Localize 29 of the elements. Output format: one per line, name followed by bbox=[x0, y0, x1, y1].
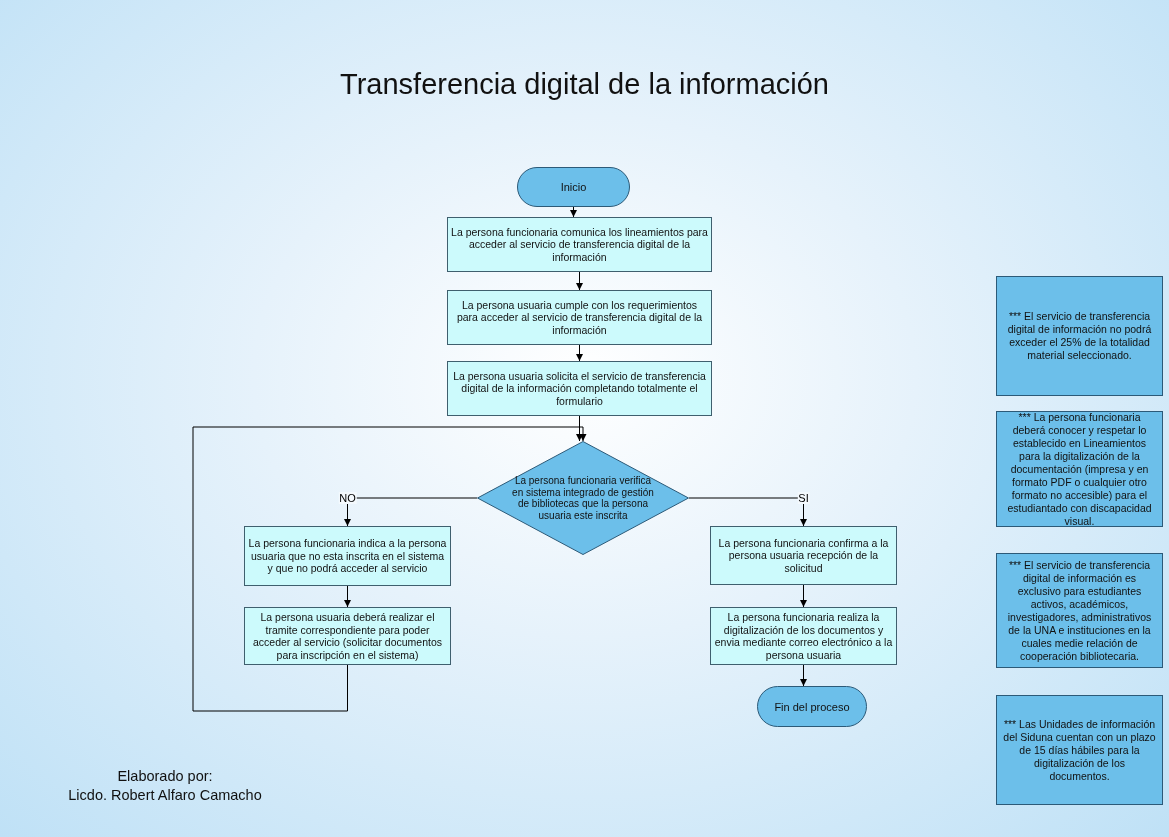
arrow bbox=[800, 584, 807, 608]
diagram-title: Transferencia digital de la información bbox=[339, 68, 830, 101]
decision-diamond: La persona funcionaria verifica en sistema integrado de gestión de bibliotecas que la persona usuaria este inscrita bbox=[477, 441, 689, 555]
note-box: *** El servicio de transferencia digital de información es exclusivo para estudiantes activos, académicos, investigadores, administrativos de la UNA e instituciones en la cuales medie relación de cooperación bibliotecaria. bbox=[996, 553, 1163, 668]
arrow bbox=[344, 497, 478, 527]
arrow bbox=[192, 426, 587, 712]
process-box: La persona funcionaria indica a la persona usuaria que no esta inscrita en el sistema y que no podrá acceder al servicio bbox=[244, 526, 451, 586]
credit-text: Licdo. Robert Alfaro Camacho bbox=[67, 787, 263, 803]
process-box: La persona funcionaria realiza la digitalización de los documentos y envia mediante correo electrónico a la persona usuaria bbox=[710, 607, 897, 665]
process-box: La persona usuaria deberá realizar el tramite correspondiente para poder acceder al servicio (solicitar documentos para inscripción en el sistema) bbox=[244, 607, 451, 665]
process-box: La persona funcionaria comunica los lineamientos para acceder al servicio de transferencia digital de la información bbox=[447, 217, 712, 272]
terminal-pill: Inicio bbox=[517, 167, 630, 207]
arrow bbox=[576, 415, 583, 442]
edge-label: NO bbox=[338, 492, 357, 504]
edge-label: SI bbox=[797, 492, 810, 504]
arrow bbox=[800, 664, 807, 687]
arrow bbox=[344, 585, 351, 608]
process-box: La persona funcionaria confirma a la persona usuaria recepción de la solicitud bbox=[710, 526, 897, 585]
arrow bbox=[576, 344, 583, 362]
process-box: La persona usuaria cumple con los requerimientos para acceder al servicio de transferencia digital de la información bbox=[447, 290, 712, 345]
arrow bbox=[576, 271, 583, 291]
process-box: La persona usuaria solicita el servicio de transferencia digital de la información completando totalmente el formulario bbox=[447, 361, 712, 416]
terminal-pill: Fin del proceso bbox=[757, 686, 867, 727]
arrow bbox=[688, 497, 807, 527]
note-box: *** El servicio de transferencia digital de información no podrá exceder el 25% de la totalidad material seleccionado. bbox=[996, 276, 1163, 396]
note-box: *** Las Unidades de información del Siduna cuentan con un plazo de 15 días hábiles para la digitalización de los documentos. bbox=[996, 695, 1163, 805]
credit-text: Elaborado por: bbox=[116, 768, 214, 784]
note-box: *** La persona funcionaria deberá conocer y respetar lo establecido en Lineamientos para la digitalización de la documentación (impresa y en formato PDF o cualquier otro formato no accesible) para el estudiantado con discapacidad visual. bbox=[996, 411, 1163, 527]
arrow bbox=[570, 206, 577, 218]
